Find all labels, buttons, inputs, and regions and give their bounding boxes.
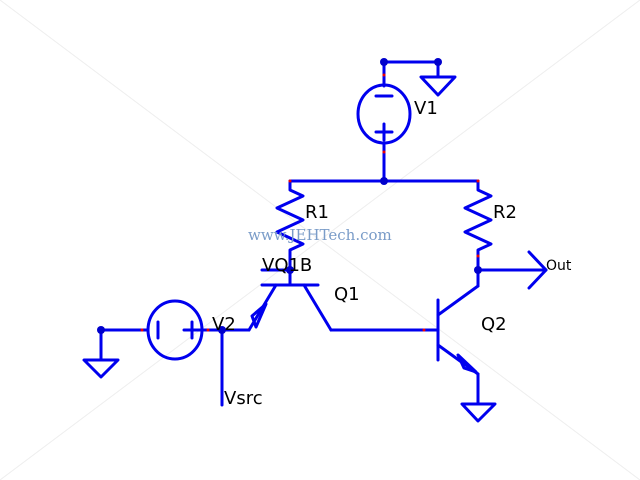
ground-icon-left: [82, 358, 120, 379]
out-port: [476, 250, 548, 290]
ground-icon-top: [419, 75, 457, 97]
vq1b-label: VQ1B: [262, 255, 312, 276]
out-label: Out: [546, 258, 572, 274]
q1-emitter-arrow-icon: [250, 302, 268, 329]
q1-transistor: [247, 268, 333, 332]
junction-nodes: [97, 58, 482, 334]
v2-label: V2: [212, 314, 236, 335]
r2-label: R2: [493, 202, 517, 223]
q2-transistor: [436, 284, 497, 423]
ground-icon-bottom: [460, 402, 497, 423]
r1-label: R1: [305, 202, 329, 223]
r2-resistor: [463, 179, 493, 288]
q2-emitter-arrow-icon: [456, 353, 478, 374]
pin-markers: [140, 73, 480, 332]
q2-label: Q2: [481, 314, 507, 335]
v2-source: [82, 299, 251, 379]
q1-label: Q1: [334, 284, 360, 305]
v1-source: [356, 60, 457, 183]
vsrc-label: Vsrc: [224, 388, 263, 409]
v1-label: V1: [414, 98, 438, 119]
r1-resistor: [275, 179, 305, 287]
watermark: www.JEHTech.com: [248, 226, 392, 244]
